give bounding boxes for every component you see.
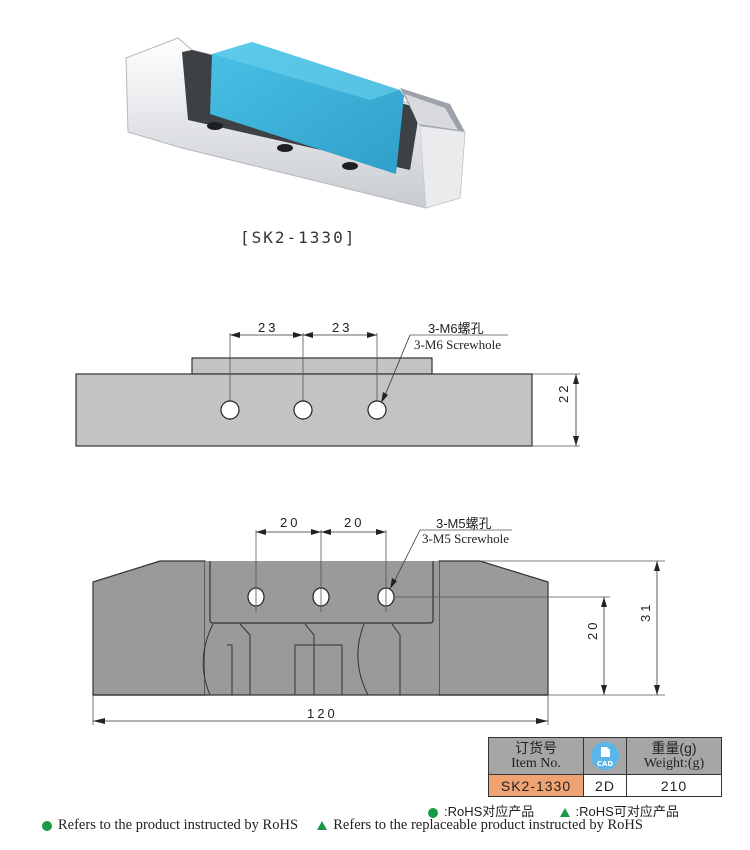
top-dim-spacing-1: 23 — [258, 320, 279, 335]
cad-cell[interactable]: 2D — [583, 774, 627, 797]
top-callout-en: 3-M6 Screwhole — [414, 337, 502, 352]
spec-table-header: 订货号 Item No. CAD 重量(g) Weight:(g) — [488, 737, 722, 775]
legend-cn-circle: :RoHS对应产品 — [444, 804, 535, 819]
front-dim-spacing-2: 20 — [344, 515, 365, 530]
front-dim-total-length: 120 — [307, 706, 338, 721]
front-dim-total-height: 31 — [638, 601, 653, 622]
legend-en: Refers to the product instructed by RoHS… — [42, 817, 643, 834]
top-dim-spacing-2: 23 — [332, 320, 353, 335]
front-dim-spacing-1: 20 — [280, 515, 301, 530]
front-callout-cn: 3-M5螺孔 — [436, 516, 492, 531]
rohs-circle-icon — [428, 807, 438, 818]
weight-cell: 210 — [626, 774, 722, 797]
spec-table: 订货号 Item No. CAD 重量(g) Weight:(g) SK2-13… — [488, 737, 722, 797]
header-cad: CAD — [583, 737, 627, 775]
front-dim-hole-height: 20 — [585, 619, 600, 640]
legend-en-triangle: Refers to the replaceable product instru… — [333, 817, 643, 833]
rohs-circle-icon — [42, 820, 52, 831]
header-weight-cn: 重量(g) — [651, 740, 697, 756]
front-view-drawing: 20 20 3-M5螺孔 3-M5 Screwhole 20 31 120 — [0, 500, 750, 730]
top-view-drawing: 23 23 3-M6螺孔 3-M6 Screwhole 22 — [0, 300, 750, 470]
front-callout-en: 3-M5 Screwhole — [422, 531, 510, 546]
header-item-no: 订货号 Item No. — [488, 737, 584, 775]
rohs-triangle-icon — [317, 821, 328, 831]
legend-cn: :RoHS对应产品 :RoHS可对应产品 — [428, 801, 679, 820]
item-no-cell: SK2-1330 — [488, 774, 584, 797]
svg-text:CAD: CAD — [597, 760, 614, 768]
top-dim-height: 22 — [556, 382, 571, 403]
header-item-cn: 订货号 — [515, 740, 557, 756]
header-item-en: Item No. — [511, 756, 561, 771]
legend-en-circle: Refers to the product instructed by RoHS — [58, 817, 299, 833]
rohs-triangle-icon — [559, 808, 570, 818]
product-caption: [SK2-1330] — [240, 228, 357, 247]
header-weight: 重量(g) Weight:(g) — [626, 737, 722, 775]
table-row: SK2-1330 2D 210 — [488, 774, 722, 797]
legend-cn-triangle: :RoHS可对应产品 — [575, 804, 679, 819]
cad-icon: CAD — [591, 742, 619, 770]
header-weight-en: Weight:(g) — [643, 756, 705, 771]
product-photo — [120, 30, 480, 230]
top-callout-cn: 3-M6螺孔 — [428, 321, 484, 336]
